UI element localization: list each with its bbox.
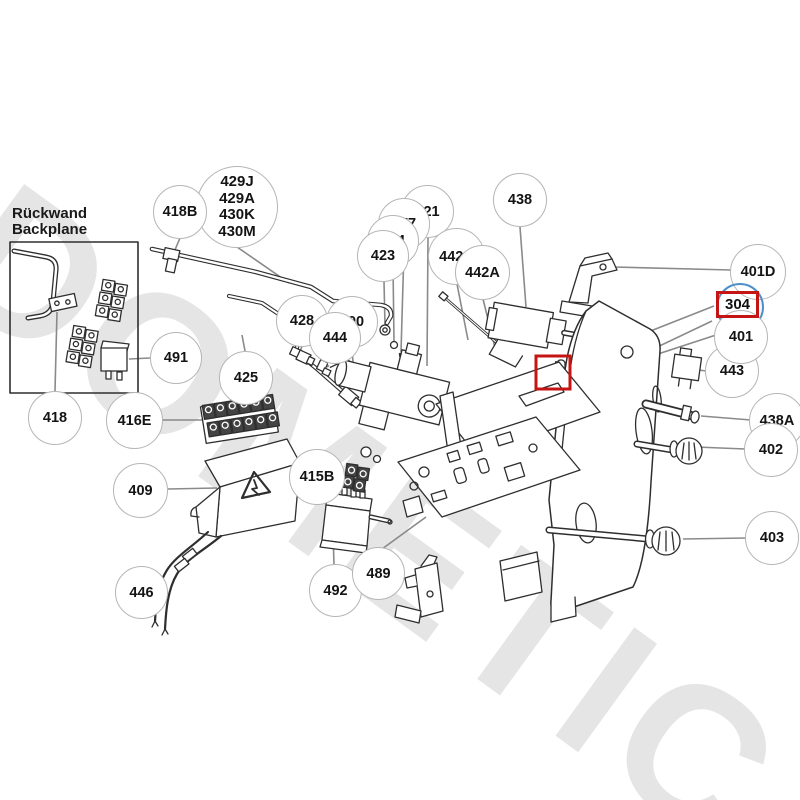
backplane-inset-drawing: [9, 241, 139, 394]
shaft-knob-403: [545, 526, 681, 556]
terminal-block-upper: [94, 278, 129, 323]
circuit-board-489: [397, 416, 581, 518]
switch-443: [670, 347, 703, 390]
callout-425: 425: [219, 351, 273, 405]
callout-418B: 418B: [153, 185, 207, 239]
callout-402: 402: [744, 423, 798, 477]
inset-title: Rückwand Backplane: [12, 206, 87, 238]
ball-424: [389, 340, 399, 350]
shaft-knob-402: [633, 437, 703, 465]
callout-429A-label: 429A: [219, 189, 255, 207]
callout-401D: 401D: [730, 244, 786, 300]
highlight-box-304: 304: [716, 291, 759, 318]
warning-triangle-icon: [240, 470, 272, 500]
callout-429-group: 429J 429A 430K 430M: [196, 166, 278, 248]
burner-tube-429: [149, 246, 394, 326]
callout-442A: 442A: [455, 245, 510, 300]
callout-444: 444: [309, 312, 361, 364]
highlight-box-part: [534, 354, 572, 391]
relay-491-drawing: [100, 340, 130, 381]
terminal-block-lower: [65, 324, 99, 369]
callout-446: 446: [115, 566, 168, 619]
fitting-428: [288, 346, 316, 367]
callout-403: 403: [745, 511, 799, 565]
callout-416E: 416E: [106, 392, 163, 449]
cover-409: [190, 438, 301, 538]
pin-438A: [641, 399, 700, 424]
callout-489: 489: [352, 547, 405, 600]
connector-415B: [340, 462, 371, 493]
callout-430M-label: 430M: [218, 222, 256, 240]
small-valve-parts: [379, 324, 404, 368]
label-304: 304: [724, 296, 751, 313]
pipe-bracket-418: [48, 292, 78, 313]
callout-409: 409: [113, 463, 168, 518]
callout-491: 491: [150, 332, 202, 384]
callout-430K-label: 430K: [219, 206, 255, 223]
callout-438: 438: [493, 173, 547, 227]
inset-title-line2: Backplane: [12, 221, 88, 238]
callout-418: 418: [28, 391, 82, 445]
nut-423: [379, 324, 391, 336]
inset-title-line1: Rückwand: [12, 205, 88, 222]
gas-valve-assembly-421: [334, 342, 451, 464]
bottom-bracket: [394, 554, 444, 624]
callout-401: 401: [714, 310, 768, 364]
transformer-492: [319, 485, 393, 554]
callout-429J-label: 429J: [220, 173, 254, 190]
callout-415B: 415B: [289, 449, 345, 505]
callout-423: 423: [357, 230, 409, 282]
